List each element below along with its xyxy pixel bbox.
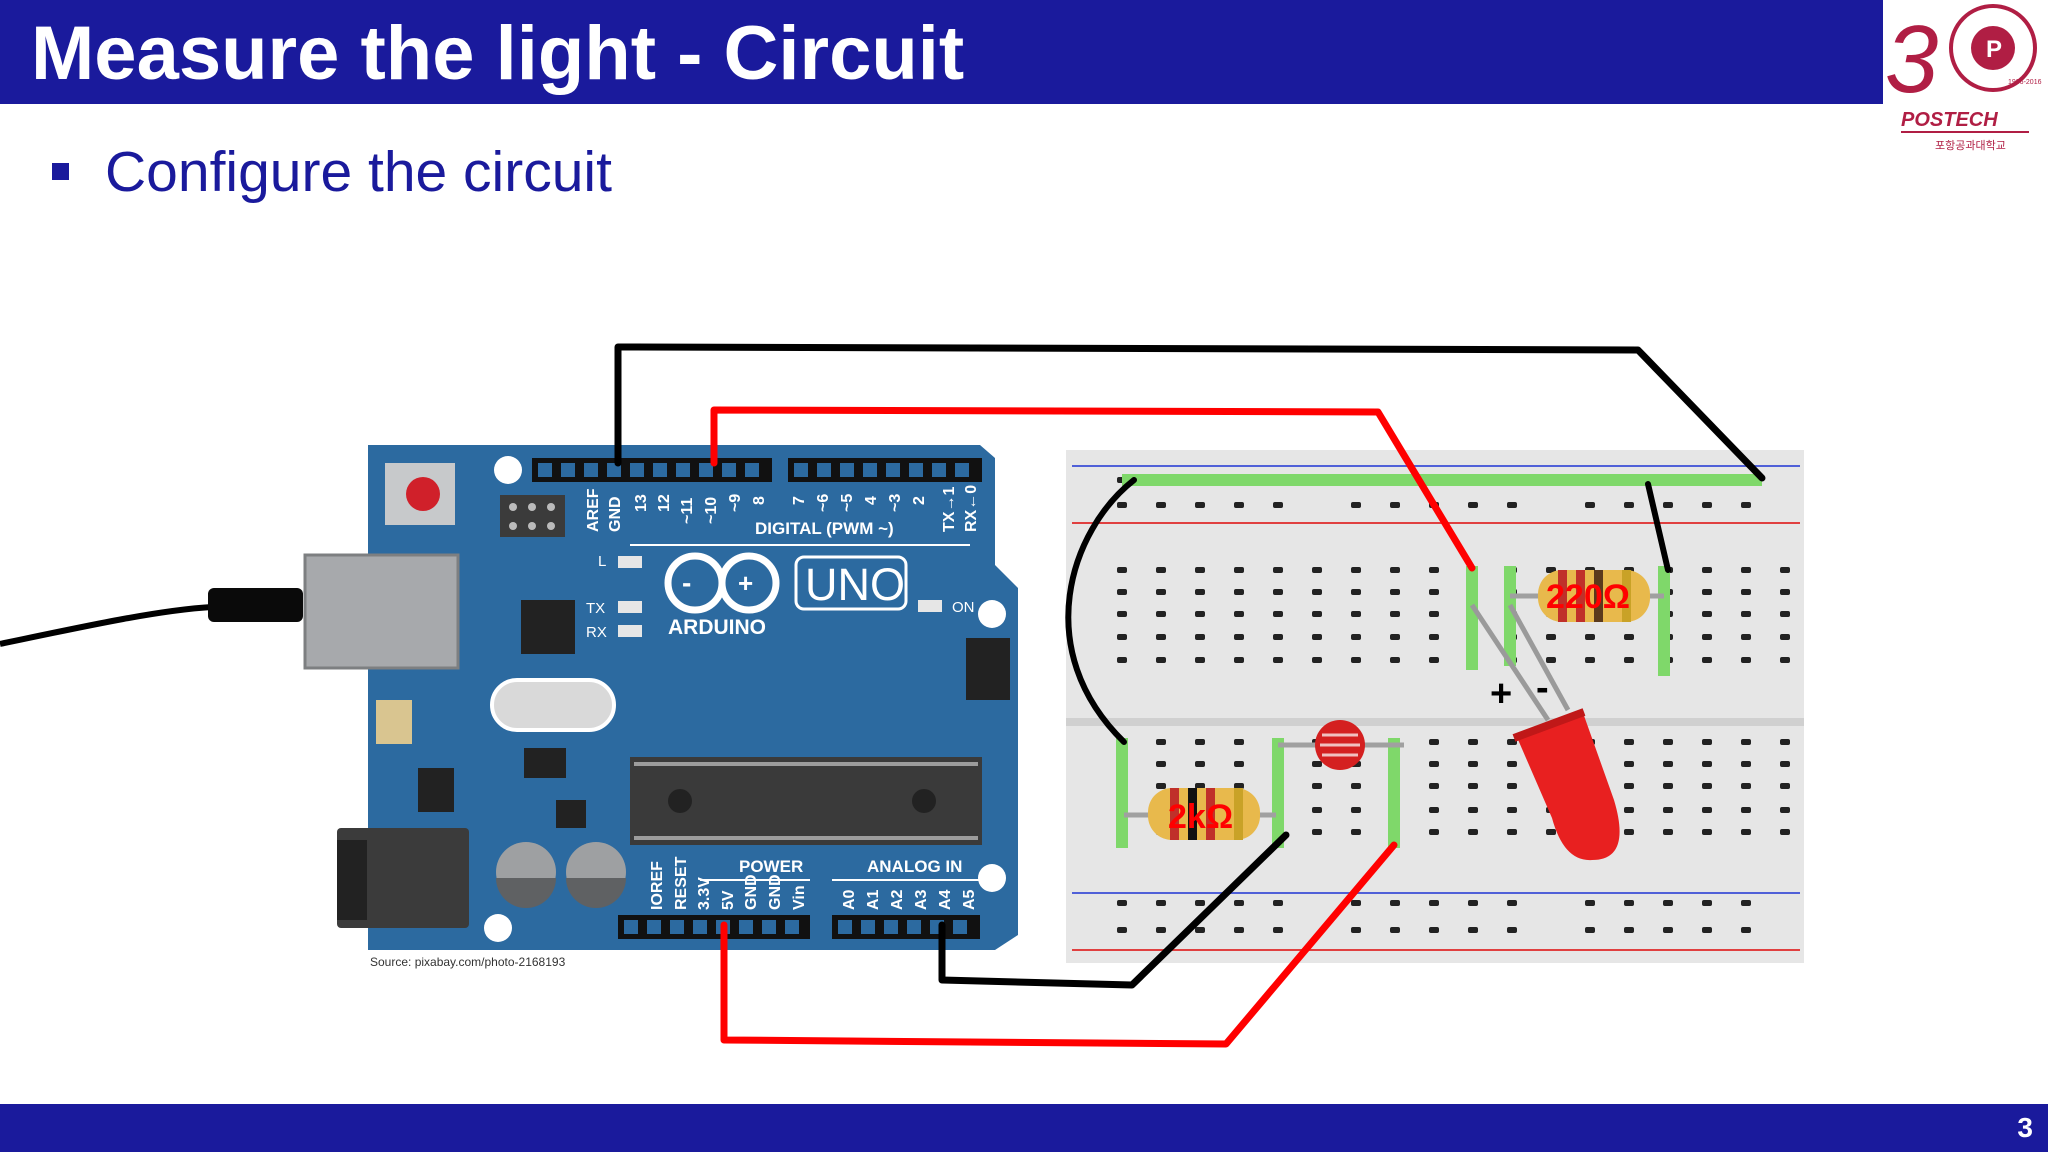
bullet-marker xyxy=(52,163,69,180)
resistor-2k-ohm: 2kΩ xyxy=(1124,788,1276,840)
svg-text:3.3V: 3.3V xyxy=(696,877,713,910)
svg-text:RX←0: RX←0 xyxy=(963,485,980,532)
digital-label: DIGITAL (PWM ~) xyxy=(755,519,894,538)
svg-text:AREF: AREF xyxy=(585,488,602,532)
usb-connector xyxy=(303,553,460,670)
svg-text:12: 12 xyxy=(656,494,673,512)
svg-text:A1: A1 xyxy=(865,889,882,910)
reset-button xyxy=(406,477,440,511)
logo-emblem xyxy=(1971,26,2015,70)
power-jack xyxy=(337,828,469,928)
svg-text:1986-2016: 1986-2016 xyxy=(2008,79,2042,86)
arduino-brand: ARDUINO xyxy=(668,616,766,639)
svg-text:ANALOG IN: ANALOG IN xyxy=(867,857,962,876)
breadboard-holes xyxy=(1117,477,1790,933)
usb-plug xyxy=(208,588,303,622)
logo-text: POSTECH xyxy=(1901,109,1998,131)
svg-text:-: - xyxy=(682,567,691,598)
wire-rail-to-220 xyxy=(1645,481,1671,573)
svg-text:IOREF: IOREF xyxy=(649,861,666,910)
svg-text:A0: A0 xyxy=(841,889,858,910)
photoresistor xyxy=(1278,720,1404,770)
wire-a4-to-divider xyxy=(938,831,1290,989)
wire-gnd-to-rail xyxy=(614,343,1766,482)
resistor-220-ohm: 220Ω xyxy=(1510,570,1664,622)
svg-text:A2: A2 xyxy=(889,889,906,910)
svg-text:P: P xyxy=(1986,36,2002,63)
led-minus-label: - xyxy=(1536,667,1549,709)
led: + - xyxy=(1469,603,1620,861)
svg-text:~10: ~10 xyxy=(703,497,720,524)
svg-text:RX: RX xyxy=(586,624,607,641)
svg-text:A4: A4 xyxy=(937,889,954,910)
postech-logo: 3 P 1986-2016 POSTECH 포항공과대학교 xyxy=(1885,4,2042,152)
svg-text:A3: A3 xyxy=(913,889,930,910)
logo-subtext: 포항공과대학교 xyxy=(1935,139,2006,152)
svg-text:~5: ~5 xyxy=(839,494,856,512)
arduino-board: AREF GND 13 12 ~11 ~10 ~9 8 7 ~6 ~5 4 ~3… xyxy=(303,445,1018,950)
svg-text:4: 4 xyxy=(863,496,880,505)
svg-text:A5: A5 xyxy=(961,889,978,910)
svg-text:~3: ~3 xyxy=(887,494,904,512)
source-credit: Source: pixabay.com/photo-2168193 xyxy=(370,955,566,969)
breadboard-highlights xyxy=(1116,474,1762,848)
resistor-2k-label: 2kΩ xyxy=(1168,798,1233,836)
led-plus-label: + xyxy=(1490,673,1512,715)
logo-3-digit: 3 xyxy=(1885,6,1938,113)
crystal xyxy=(490,678,616,732)
svg-text:Vin: Vin xyxy=(791,885,808,910)
svg-text:ON: ON xyxy=(952,599,975,616)
svg-text:L: L xyxy=(598,553,606,570)
wire-rail-to-resistor xyxy=(1065,477,1137,745)
uno-label: UNO xyxy=(805,559,905,610)
page-number: 3 xyxy=(2017,1112,2033,1143)
svg-text:~6: ~6 xyxy=(815,494,832,512)
footer-bar xyxy=(0,1104,2048,1152)
svg-text:+: + xyxy=(738,568,753,598)
usb-cable xyxy=(0,604,213,647)
svg-text:GND: GND xyxy=(743,874,760,910)
svg-text:~11: ~11 xyxy=(679,498,696,524)
svg-text:~9: ~9 xyxy=(727,494,744,512)
title-bar xyxy=(0,0,1883,104)
arduino-logo xyxy=(664,552,780,614)
logo-ring xyxy=(1949,4,2037,92)
svg-text:GND: GND xyxy=(767,874,784,910)
svg-text:TX→1: TX→1 xyxy=(941,487,958,532)
power-header xyxy=(618,915,810,939)
bullet-text: Configure the circuit xyxy=(105,140,612,204)
breadboard xyxy=(1066,450,1804,963)
svg-text:13: 13 xyxy=(633,494,650,512)
svg-text:2: 2 xyxy=(911,496,928,505)
svg-text:5V: 5V xyxy=(720,890,737,910)
wire-5v-to-photoresistor xyxy=(720,841,1398,1048)
svg-text:RESET: RESET xyxy=(673,856,690,910)
resistor-220-label: 220Ω xyxy=(1546,578,1630,616)
svg-text:TX: TX xyxy=(586,600,605,617)
svg-text:8: 8 xyxy=(751,496,768,505)
svg-text:7: 7 xyxy=(791,496,808,505)
slide-title: Measure the light - Circuit xyxy=(31,11,965,96)
usb-chip xyxy=(521,600,575,654)
uno-badge xyxy=(794,555,908,611)
svg-text:GND: GND xyxy=(607,496,624,532)
svg-text:POWER: POWER xyxy=(739,857,803,876)
wire-pin10-to-led xyxy=(710,406,1476,572)
